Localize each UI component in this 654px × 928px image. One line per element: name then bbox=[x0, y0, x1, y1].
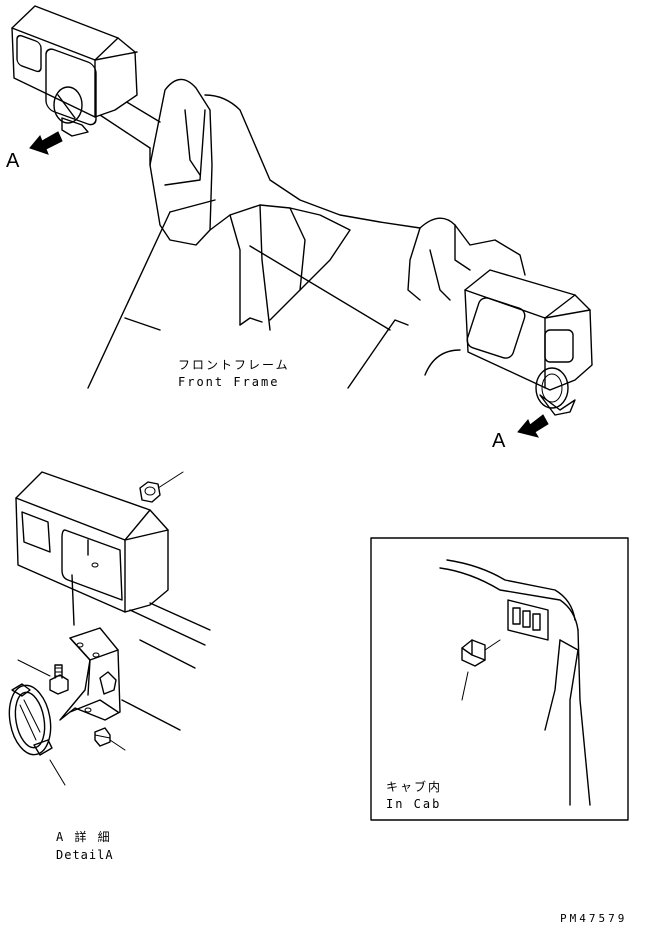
work-lamp-right bbox=[464, 269, 593, 416]
collar-icon bbox=[94, 727, 126, 751]
work-lamp-left bbox=[11, 5, 138, 137]
round-lamp bbox=[8, 683, 66, 786]
detail-label-en: DetailA bbox=[56, 848, 114, 862]
nut-icon bbox=[139, 481, 161, 503]
arrow-left-marker bbox=[29, 131, 63, 155]
detail-label-jp: A 詳 細 bbox=[56, 830, 112, 844]
in-cab-drawing bbox=[370, 537, 629, 821]
in-cab-frame bbox=[370, 537, 629, 821]
arrow-label-right: A bbox=[492, 430, 506, 452]
in-cab-label-en: In Cab bbox=[386, 797, 442, 811]
mounting-bracket bbox=[59, 627, 121, 721]
switch-panel bbox=[507, 599, 549, 641]
arrow-right-marker bbox=[517, 414, 549, 438]
front-frame-label-jp: フロントフレーム bbox=[178, 358, 290, 372]
detail-lamp-box bbox=[15, 471, 169, 626]
bolt-icon bbox=[17, 659, 69, 695]
detail-a-drawing bbox=[8, 471, 211, 786]
front-frame-label-en: Front Frame bbox=[178, 375, 280, 389]
switch-icon bbox=[461, 639, 501, 701]
arrow-label-left: A bbox=[6, 150, 20, 172]
part-number: PM47579 bbox=[560, 912, 628, 925]
in-cab-label-jp: キャブ内 bbox=[386, 780, 443, 794]
front-frame-drawing bbox=[11, 5, 593, 438]
